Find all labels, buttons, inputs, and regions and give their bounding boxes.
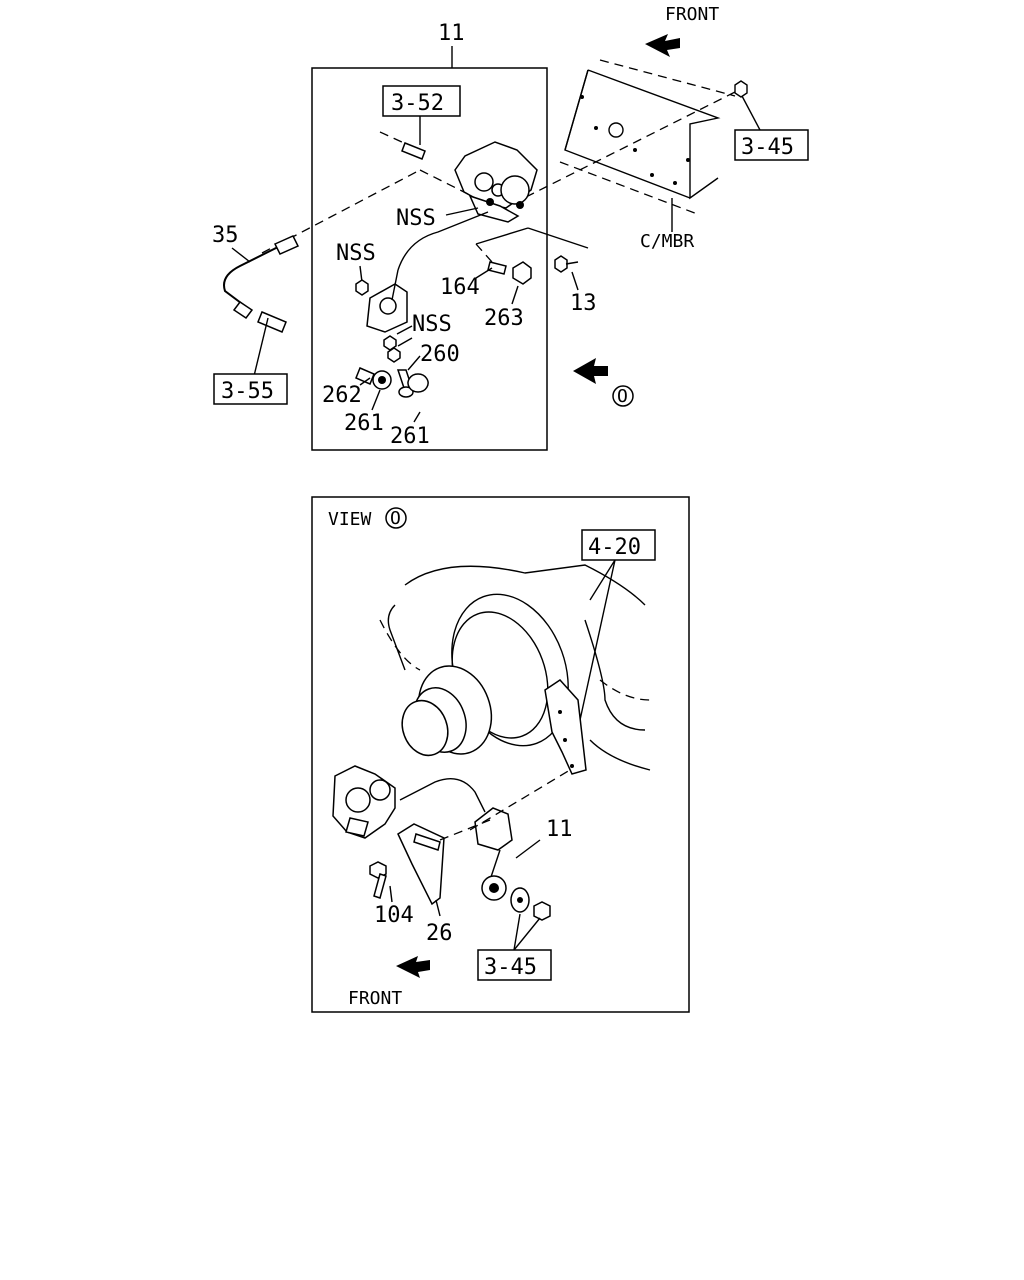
nut-icon-nss3b — [387, 347, 401, 363]
front-arrow-icon-bottom — [396, 956, 430, 978]
assembly-frame-box — [311, 67, 548, 451]
top-view: 11 FRONT C/MBR 3-45 — [212, 4, 809, 451]
front-label-top: FRONT — [665, 4, 719, 25]
mounting-bracket — [544, 679, 587, 775]
part-13: 13 — [570, 291, 597, 316]
part-104: 104 — [374, 903, 414, 928]
view-label: VIEW — [328, 509, 372, 530]
ref-3-55: 3-55 — [221, 379, 274, 404]
part-35: 35 — [212, 223, 239, 248]
view-arrow-icon — [573, 358, 608, 384]
bolt-icon-164 — [487, 261, 507, 275]
ref-3-45-bottom: 3-45 — [484, 955, 537, 980]
fitting-icon-35b — [232, 300, 254, 320]
load-sensing-valve-bottom — [332, 765, 486, 839]
bottom-view: VIEW O 4-20 — [311, 496, 690, 1013]
part-263: 263 — [484, 306, 524, 331]
nut-icon-top — [734, 80, 748, 98]
view-marker-top: O — [617, 386, 628, 407]
part-261a: 261 — [344, 411, 384, 436]
ref-3-45-top: 3-45 — [741, 135, 794, 160]
ref-box-3-52 — [382, 85, 461, 117]
cap-icon-263 — [512, 261, 532, 285]
ref-3-52: 3-52 — [391, 91, 444, 116]
bushing-icon-261b — [407, 373, 429, 393]
part-260: 260 — [420, 342, 460, 367]
front-label-bottom: FRONT — [348, 988, 402, 1009]
callout-11-top: 11 — [438, 21, 465, 46]
axle-housing — [379, 564, 651, 771]
fitting-icon-35a — [273, 235, 300, 255]
load-sensing-valve — [419, 141, 538, 223]
nut-icon-nss3a — [383, 335, 397, 351]
view-marker-bottom: O — [390, 508, 401, 529]
view-marker-circle-top — [612, 385, 634, 407]
sensor-arm — [474, 807, 513, 851]
view-marker-circle-bottom — [385, 507, 407, 529]
frame-label: C/MBR — [640, 231, 694, 252]
nut-icon-bottom — [533, 901, 551, 921]
part-26: 26 — [426, 921, 453, 946]
fitting-icon — [401, 142, 426, 160]
ref-box-4-20 — [581, 529, 656, 561]
ref-box-3-55 — [213, 373, 288, 405]
cross-member-frame — [559, 59, 736, 232]
part-11-bottom: 11 — [546, 817, 573, 842]
sensor-arm-bracket — [366, 269, 408, 333]
bolt-icon-35 — [257, 311, 287, 333]
part-262: 262 — [322, 383, 362, 408]
view-o-frame — [311, 496, 690, 1013]
ref-4-20: 4-20 — [588, 535, 641, 560]
pin-icon-262 — [355, 367, 375, 385]
ref-box-3-45-bottom — [477, 949, 552, 981]
part-164: 164 — [440, 275, 480, 300]
nut-icon-nss2 — [355, 279, 369, 296]
nss-label-1: NSS — [396, 206, 436, 231]
front-arrow-icon — [645, 34, 680, 57]
part-261b: 261 — [390, 424, 430, 449]
nss-label-2: NSS — [336, 241, 376, 266]
bolt-icon-13 — [554, 255, 568, 273]
nss-label-3: NSS — [412, 312, 452, 337]
ref-box-3-45-top — [734, 129, 809, 161]
